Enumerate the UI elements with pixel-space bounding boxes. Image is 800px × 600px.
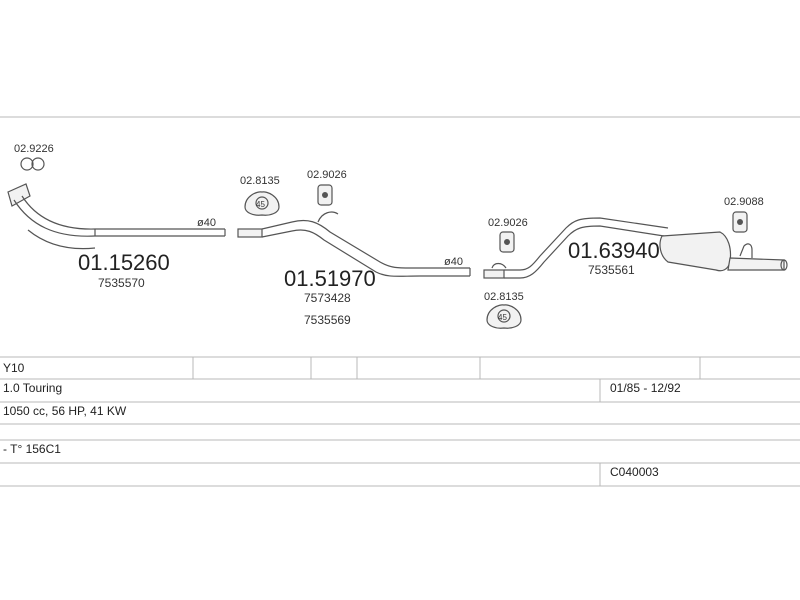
vehicle-years: 01/85 - 12/92 <box>610 381 681 395</box>
middle-pipe-hook <box>317 211 339 223</box>
front-pipe-oem: 7535570 <box>98 276 145 290</box>
silencer-hanger-hook <box>739 243 753 258</box>
front-pipe-shadow <box>27 229 96 250</box>
vehicle-engine-code: - T° 156C1 <box>3 442 61 456</box>
clamp-2-label: 02.8135 <box>484 291 524 303</box>
rear-pipe-inlet <box>483 269 505 279</box>
middle-pipe-diameter: ø40 <box>444 256 463 268</box>
info-table-grid <box>0 356 800 487</box>
middle-pipe-upper <box>261 219 470 269</box>
middle-pipe-inlet <box>237 228 263 238</box>
hanger-rear-icon[interactable] <box>732 211 748 233</box>
gasket-front-label: 02.9226 <box>14 143 54 155</box>
front-pipe[interactable] <box>7 183 226 250</box>
hanger-1-label: 02.9026 <box>307 169 347 181</box>
middle-pipe-lower <box>261 229 470 277</box>
front-pipe-upper <box>13 199 225 237</box>
middle-pipe-oem-1: 7573428 <box>304 291 351 305</box>
gasket-front-icon[interactable] <box>20 157 45 171</box>
middle-pipe-oem-2: 7535569 <box>304 313 351 327</box>
clamp-1-symbol: 45 <box>256 200 265 209</box>
vehicle-version: 1.0 Touring <box>3 381 63 395</box>
clamp-1-label: 02.8135 <box>240 175 280 187</box>
vehicle-info-table: Y10 1.0 Touring 01/85 - 12/92 1050 cc, 5… <box>0 357 800 489</box>
front-pipe-diameter: ø40 <box>197 217 216 229</box>
front-pipe-flange <box>7 183 31 207</box>
vehicle-model: Y10 <box>3 361 25 375</box>
tail-pipe <box>727 257 785 271</box>
rear-silencer-number: 01.63940 <box>568 238 660 263</box>
rear-pipe-upper <box>504 217 669 271</box>
front-pipe-number: 01.15260 <box>78 250 170 275</box>
clamp-1-icon[interactable]: 45 <box>244 191 280 216</box>
hanger-2-label: 02.9026 <box>488 217 528 229</box>
clamp-2-icon[interactable]: 45 <box>486 304 522 329</box>
silencer-body <box>659 231 732 272</box>
rear-silencer[interactable] <box>483 217 788 279</box>
middle-pipe[interactable] <box>237 211 471 277</box>
front-pipe-lower <box>21 195 225 230</box>
catalog-code: C040003 <box>610 465 659 479</box>
hanger-2-icon[interactable] <box>499 231 515 253</box>
tail-pipe-tip <box>780 259 788 271</box>
clamp-2-symbol: 45 <box>498 313 507 322</box>
hanger-1-icon[interactable] <box>317 184 333 206</box>
hanger-rear-label: 02.9088 <box>724 196 764 208</box>
rear-pipe-lower <box>504 225 665 279</box>
rear-silencer-oem: 7535561 <box>588 263 635 277</box>
middle-pipe-number: 01.51970 <box>284 266 376 291</box>
vehicle-engine: 1050 cc, 56 HP, 41 KW <box>3 404 127 418</box>
rear-pipe-hook <box>491 262 507 269</box>
